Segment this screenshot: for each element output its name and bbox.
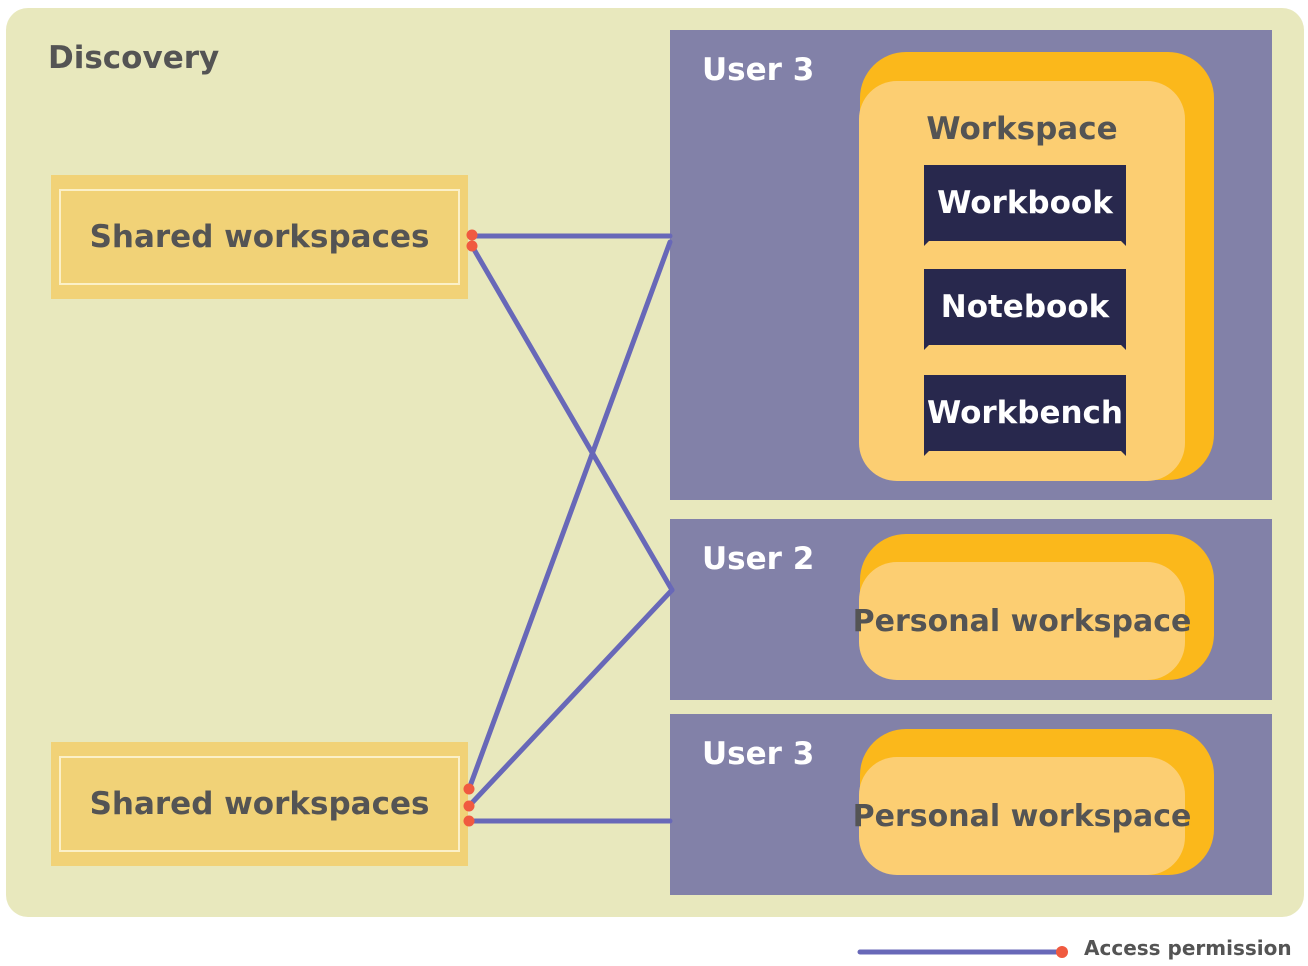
- notebook-box: Notebook: [924, 269, 1126, 350]
- legend-label: Access permission: [1084, 936, 1292, 960]
- user-panel-user2: User 2 Personal workspace: [670, 519, 1272, 700]
- workbook-box: Workbook: [924, 165, 1126, 246]
- access-link-shared2-user3: [466, 239, 673, 792]
- workspace-title: Workspace: [926, 111, 1118, 147]
- shared-workspaces-box-top: Shared workspaces: [51, 175, 468, 299]
- access-dot: [463, 783, 475, 795]
- user-label: User 3: [702, 52, 815, 88]
- personal-workspace-card: Personal workspace: [852, 562, 1192, 680]
- shared-workspaces-label: Shared workspaces: [59, 756, 460, 852]
- access-dot: [466, 240, 478, 252]
- personal-workspace-label: Personal workspace: [852, 603, 1192, 639]
- personal-workspace-card: Personal workspace: [852, 757, 1192, 875]
- access-dot: [466, 229, 478, 241]
- user-panel-user3-top: User 3 Workspace Workbook Notebook Workb…: [670, 30, 1272, 500]
- user-panel-user3-bottom: User 3 Personal workspace: [670, 714, 1272, 895]
- access-dot: [463, 800, 475, 812]
- access-dot: [463, 815, 475, 827]
- discovery-title: Discovery: [48, 40, 220, 76]
- personal-workspace-label: Personal workspace: [852, 798, 1192, 834]
- legend-dot: [1056, 946, 1068, 958]
- user-label: User 2: [702, 541, 815, 577]
- workbench-box: Workbench: [924, 375, 1126, 456]
- shared-workspaces-label: Shared workspaces: [59, 189, 460, 285]
- workspace-card: Workspace Workbook Notebook Workbench: [859, 81, 1185, 481]
- access-link-shared2-user2: [466, 587, 675, 809]
- access-link-shared1-user2: [469, 243, 675, 593]
- shared-workspaces-box-bottom: Shared workspaces: [51, 742, 468, 866]
- user-label: User 3: [702, 736, 815, 772]
